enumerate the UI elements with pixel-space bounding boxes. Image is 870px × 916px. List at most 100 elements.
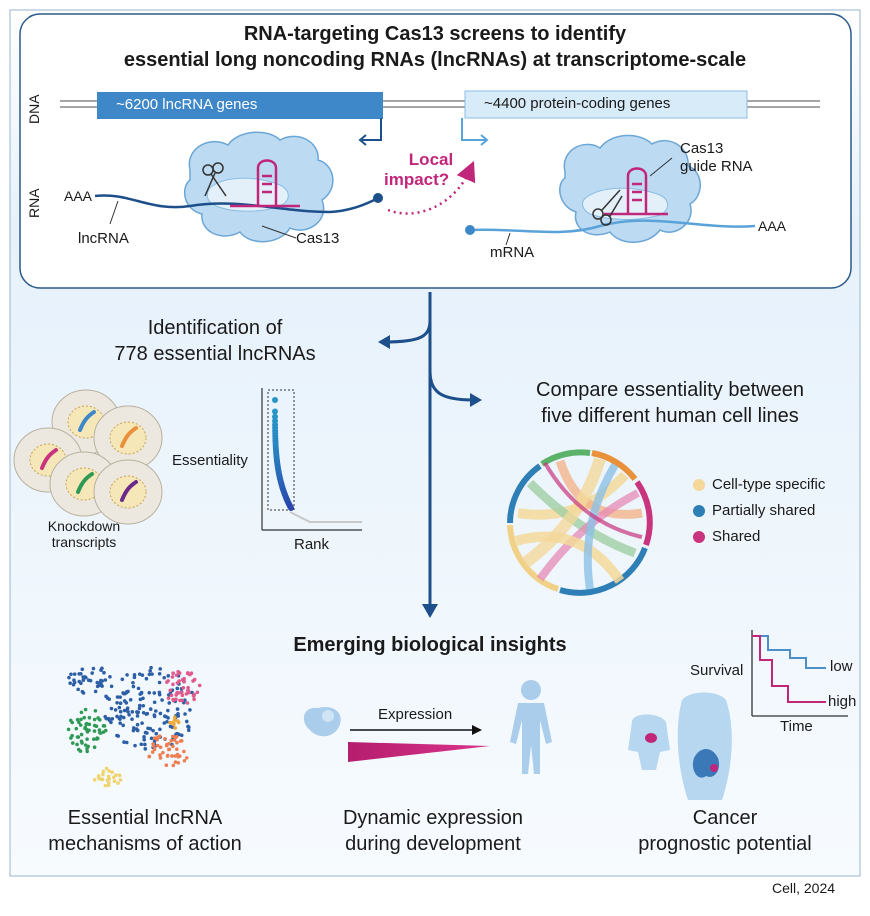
tsne-point (158, 756, 163, 760)
tsne-point (171, 682, 175, 687)
tsne-point (168, 724, 173, 729)
lncrna-genes-label: ~6200 lncRNA genes (116, 96, 258, 113)
tsne-point (85, 737, 89, 741)
tsne-point (135, 722, 140, 727)
lncrna-cap (373, 193, 383, 203)
tsne-point (93, 708, 98, 713)
tsne-point (168, 688, 173, 693)
time-axis-label: Time (780, 718, 813, 735)
tsne-point (140, 673, 145, 677)
local-impact-arrow (387, 160, 476, 215)
tsne-point (148, 707, 153, 711)
tsne-point (70, 741, 75, 745)
tsne-point (173, 760, 178, 764)
tsne-point (95, 680, 100, 685)
tsne-point (162, 721, 167, 725)
tsne-point (131, 680, 135, 685)
tsne-point (192, 677, 197, 682)
tsne-point (190, 690, 194, 695)
panel-development-line-2: during development (345, 833, 521, 855)
tsne-point (112, 775, 116, 780)
tsne-point (101, 772, 105, 777)
tsne-point (119, 714, 123, 719)
tsne-point (81, 675, 85, 679)
tsne-point (152, 739, 157, 743)
tsne-point (79, 717, 83, 722)
tsne-point (80, 689, 85, 694)
tsne-point (118, 709, 123, 714)
tsne-point (112, 779, 117, 783)
tsne-point (92, 745, 97, 750)
tsne-point (155, 743, 160, 748)
essentiality-rank-plot (261, 388, 362, 531)
tsne-point (92, 729, 97, 733)
tsne-point (177, 671, 182, 675)
cas13-leader (261, 225, 297, 239)
tsne-point (151, 728, 155, 733)
legend-dot-shared (693, 531, 705, 543)
tsne-point (185, 671, 190, 675)
tsne-point (138, 697, 143, 702)
tsne-point (154, 709, 158, 713)
tsne-point (97, 728, 102, 732)
tsne-point (185, 701, 190, 705)
tsne-point (124, 701, 129, 705)
tsne-point (195, 690, 200, 695)
mrna-leader (505, 232, 511, 246)
tsne-point (69, 672, 73, 677)
tsne-point (166, 716, 170, 720)
rank-dot (272, 413, 279, 420)
dna-axis-label: DNA (26, 94, 42, 124)
tsne-point (171, 721, 176, 725)
legend-label-shared: Shared (712, 528, 761, 545)
tsne-point (152, 747, 157, 752)
citation: Cell, 2024 (772, 880, 836, 896)
tsne-point (132, 675, 137, 680)
tsne-point (128, 697, 133, 702)
tsne-point (79, 732, 84, 737)
tsne-point (165, 742, 169, 747)
legend-label-cell-type-specific: Cell-type specific (712, 476, 826, 493)
tsne-point (171, 697, 175, 702)
rna-axis-label: RNA (26, 188, 42, 218)
tsne-point (186, 724, 191, 729)
guide-leader (649, 157, 673, 177)
tsne-point (109, 706, 114, 711)
tsne-point (98, 777, 103, 781)
tsne-point (155, 737, 160, 742)
tsne-point (118, 778, 123, 782)
tsne-point (165, 719, 169, 724)
tsne-point (152, 736, 157, 740)
panel-cancer-line-2: prognostic potential (638, 833, 812, 855)
tsne-point (174, 697, 178, 702)
tsne-point (135, 710, 140, 715)
tsne-point (125, 673, 129, 677)
identification-line-1: Identification of (147, 317, 283, 339)
tsne-point (162, 675, 167, 680)
tsne-point (103, 678, 108, 682)
tsne-point (81, 678, 86, 683)
tsne-point (152, 691, 157, 695)
tsne-point (79, 710, 84, 715)
tsne-point (184, 719, 189, 724)
tsne-point (158, 727, 162, 732)
tsne-point (192, 694, 196, 698)
tsne-point (154, 731, 159, 736)
tsne-point (158, 753, 162, 757)
tsne-point (118, 717, 122, 721)
tsne-point (142, 735, 146, 739)
tsne-point (109, 684, 114, 689)
tsne-point (184, 756, 189, 760)
tsne-point (142, 737, 146, 742)
tsne-point (182, 758, 187, 763)
knockdown-cells (13, 389, 163, 525)
tsne-point (93, 689, 98, 694)
tsne-point (104, 766, 109, 771)
tsne-point (165, 754, 170, 758)
mrna-cap (465, 225, 475, 235)
tsne-point (115, 714, 119, 719)
tsne-point (171, 744, 175, 749)
tsne-point (175, 719, 180, 723)
local-impact-label-2: impact? (384, 170, 450, 189)
